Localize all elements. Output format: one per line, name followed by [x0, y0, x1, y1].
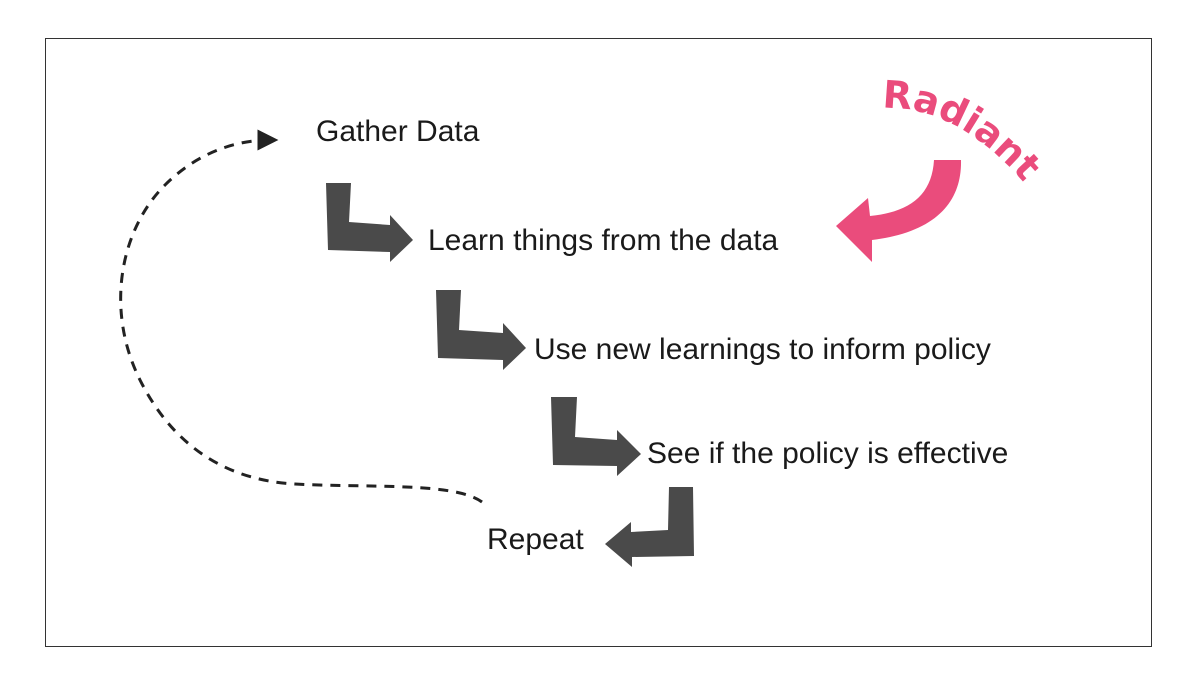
elbow-arrow-icon	[605, 487, 694, 567]
elbow-arrow-icon	[436, 290, 526, 370]
step-repeat: Repeat	[487, 523, 584, 556]
step-learn-from-data: Learn things from the data	[428, 224, 779, 257]
step-check-effectiveness: See if the policy is effective	[647, 437, 1008, 470]
curved-arrow-icon	[836, 160, 962, 262]
step-gather-data: Gather Data	[316, 115, 480, 148]
slide-frame	[45, 38, 1152, 647]
elbow-arrow-icon	[326, 183, 413, 262]
brand-logo: Radiant	[881, 72, 1049, 188]
step-inform-policy: Use new learnings to inform policy	[534, 333, 991, 366]
elbow-arrow-icon	[551, 397, 641, 476]
dashed-curved-arrow-icon	[119, 129, 483, 504]
